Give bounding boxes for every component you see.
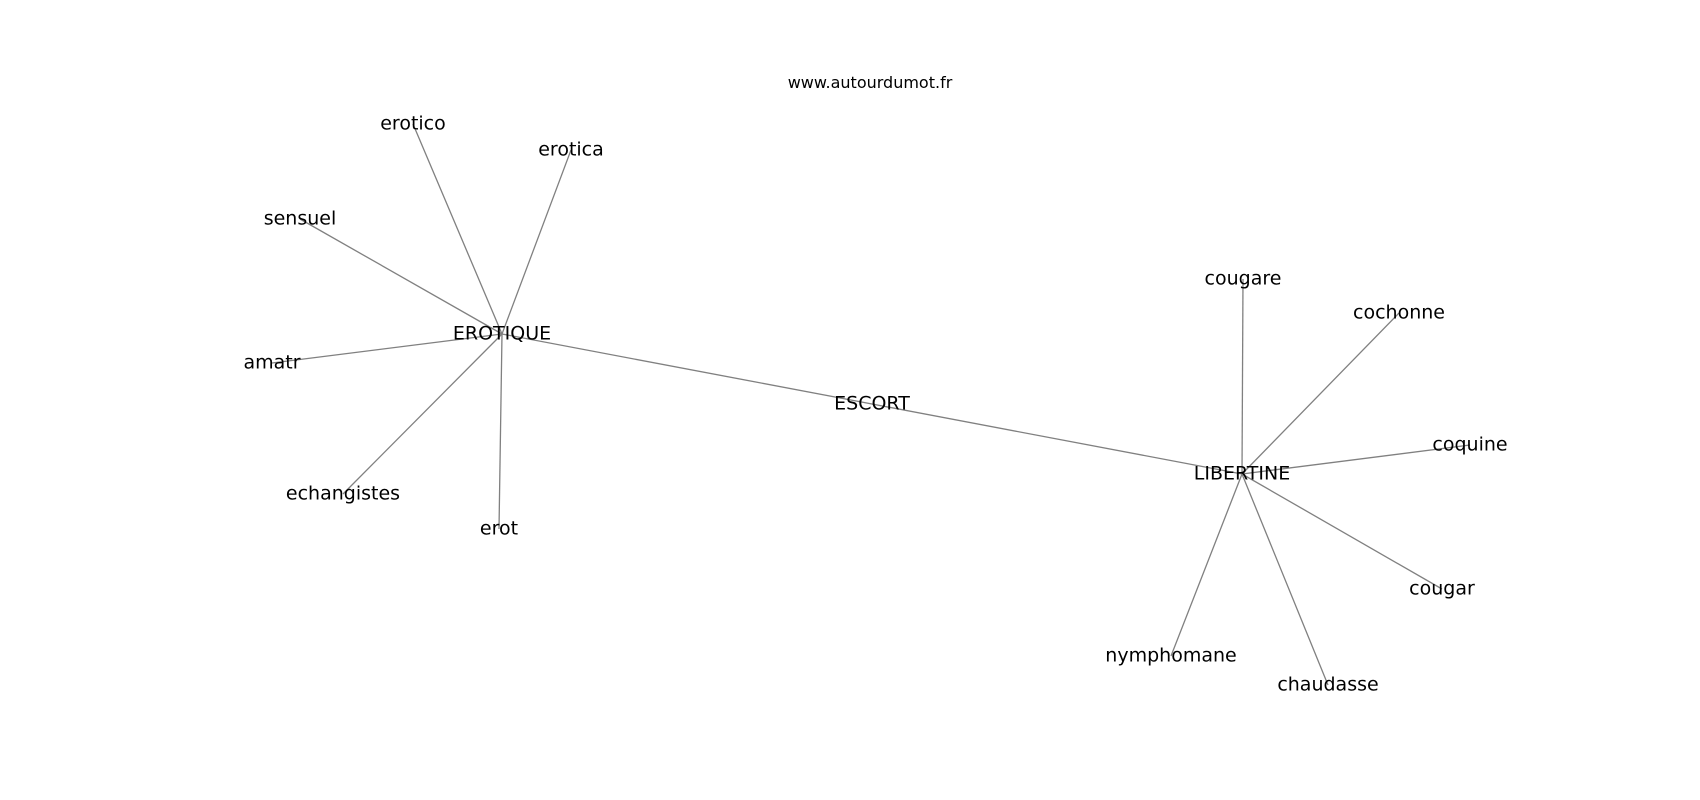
edge-erotique-erot [498,333,503,530]
node-erotique: EROTIQUE [453,323,551,345]
edge-escort-libertine [871,403,1243,475]
edge-escort-erotique [501,333,873,405]
edge-erotique-echangistes [342,333,503,495]
edge-libertine-cougare [1241,278,1244,475]
graph-edges [271,123,1471,686]
edge-libertine-cougar [1241,473,1443,590]
edge-erotique-sensuel [299,218,503,335]
node-echangistes: echangistes [286,483,400,505]
node-chaudasse: chaudasse [1277,674,1378,696]
node-coquine: coquine [1432,434,1507,456]
node-libertine: LIBERTINE [1194,463,1290,485]
node-amatr: amatr [243,352,300,374]
graph-nodes: ESCORT EROTIQUE LIBERTINE erotico erotica sen… [243,113,1507,696]
node-erot: erot [480,518,518,540]
node-erotica: erotica [538,139,604,161]
edge-libertine-cochonne [1241,312,1400,475]
site-url: www.autourdumot.fr [788,73,953,92]
node-cougar: cougar [1409,578,1475,600]
node-cougare: cougare [1205,268,1282,290]
node-sensuel: sensuel [264,208,337,230]
edge-erotique-erotica [501,149,572,335]
edge-libertine-nymphomane [1170,473,1243,657]
edge-libertine-chaudasse [1241,473,1329,686]
edge-erotique-amatr [271,333,503,364]
node-nymphomane: nymphomane [1105,645,1236,667]
edge-erotique-erotico [412,123,503,335]
node-erotico: erotico [380,113,446,135]
node-escort: ESCORT [834,393,910,415]
edge-libertine-coquine [1241,444,1471,475]
node-cochonne: cochonne [1353,302,1445,324]
